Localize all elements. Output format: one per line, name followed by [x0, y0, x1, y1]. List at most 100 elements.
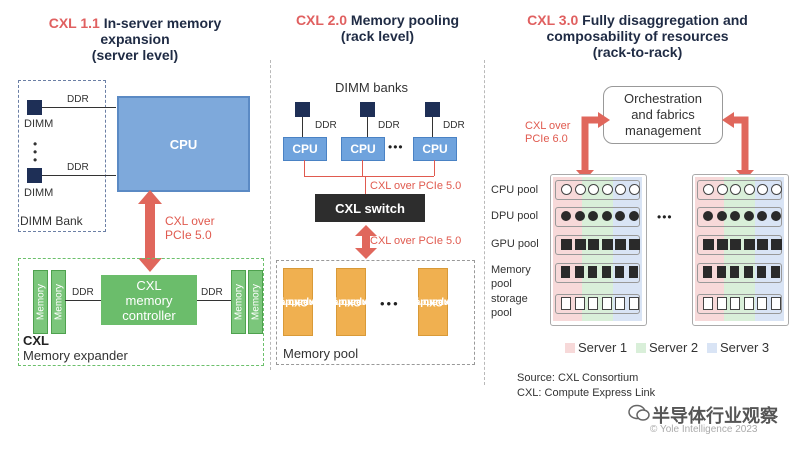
dimm-bank-box	[18, 80, 106, 232]
wechat-icon	[628, 404, 650, 421]
rack2-dpu-unit-icon	[743, 211, 754, 221]
watermark-text: 半导体行业观察	[652, 406, 778, 426]
rack1-mem-unit-icon	[588, 266, 597, 278]
rack1-gpu-unit-icon	[615, 239, 626, 250]
rack1-sto-unit-icon	[601, 297, 612, 310]
rack2-gpu-unit-icon	[757, 239, 768, 250]
dimm-line-1	[302, 117, 303, 137]
cxl20-title: CXL 2.0 Memory pooling (rack level)	[295, 12, 460, 44]
cxl-pcie-arrow	[138, 190, 162, 272]
cpu-3: CPU	[413, 137, 457, 161]
cxl-switch: CXL switch	[315, 194, 425, 222]
cpu-bus-v2	[362, 160, 363, 176]
rack1-mem-unit-icon	[628, 266, 638, 278]
rack1-cpu-unit-icon	[574, 184, 586, 195]
rack2-sto-unit-icon	[743, 297, 754, 310]
cpu-bus-v3	[434, 160, 435, 176]
rack2-mem-unit-icon	[757, 266, 766, 278]
rack2-mem-unit-icon	[703, 266, 712, 278]
cpu-bus-down	[365, 176, 366, 194]
rack1-mem-row	[555, 263, 640, 283]
rack2-dpu-unit-icon	[730, 211, 740, 221]
divider-1	[270, 60, 271, 370]
vertical-dots: •••	[33, 137, 38, 167]
legend-server3: Server 3	[720, 340, 770, 355]
memory-expander-label: Memory expander	[23, 348, 128, 363]
memory-module-3: Memory	[231, 270, 246, 334]
ddr-label-2: DDR	[378, 120, 400, 131]
legend-server3-swatch	[707, 343, 717, 353]
rack1-cpu-unit-icon	[601, 184, 613, 195]
ddr-label-right: DDR	[201, 287, 223, 298]
legend-server1-swatch	[565, 343, 575, 353]
ddr-line-top	[42, 107, 116, 108]
rack2-gpu-unit-icon	[770, 239, 782, 250]
rack1-dpu-unit-icon	[574, 211, 585, 221]
rack2-dpu-unit-icon	[703, 211, 713, 221]
rack1-mem-unit-icon	[561, 266, 570, 278]
dimm-bank-3	[425, 102, 440, 117]
rack2-cpu-unit-icon	[703, 184, 714, 195]
rack2-sto-row	[697, 294, 782, 314]
ddr-line-right	[197, 300, 233, 301]
rack2-gpu-unit-icon	[703, 239, 714, 250]
cxl30-title: CXL 3.0 Fully disaggregation and composa…	[527, 12, 748, 60]
rack1-cpu-unit-icon	[561, 184, 572, 195]
rack1-sto-unit-icon	[615, 297, 625, 310]
rack2-cpu-unit-icon	[743, 184, 755, 195]
rack2-cpu-unit-icon	[716, 184, 728, 195]
rack2-mem-unit-icon	[743, 266, 753, 278]
rack1-dpu-unit-icon	[561, 211, 571, 221]
cpu-box: CPU	[117, 96, 250, 192]
rack2-gpu-unit-icon	[730, 239, 741, 250]
dimm-module-top	[27, 100, 42, 115]
memory-module-2: Memory	[51, 270, 66, 334]
ddr-label-3: DDR	[443, 120, 465, 131]
cxl-definition: CXL: Compute Express Link	[517, 387, 656, 399]
rack2-gpu-row	[697, 235, 782, 255]
ddr-line-bottom	[42, 175, 116, 176]
ddr-label-bottom: DDR	[67, 162, 89, 173]
rack2-cpu-unit-icon	[730, 184, 741, 195]
rack2-mem-unit-icon	[730, 266, 739, 278]
rack1-dpu-unit-icon	[588, 211, 598, 221]
cpu-2: CPU	[341, 137, 385, 161]
ddr-line-left	[65, 300, 101, 301]
copyright-text: © Yole Intelligence 2023	[650, 424, 758, 435]
gpu-pool-label: GPU pool	[491, 238, 539, 250]
expander-ellipsis: •••	[380, 296, 400, 311]
dimm-line-3	[432, 117, 433, 137]
memory-expander-box	[18, 258, 264, 366]
orchestration-arrows	[576, 112, 754, 180]
dpu-pool-label: DPU pool	[491, 210, 539, 222]
legend-server2: Server 2	[649, 340, 699, 355]
dimm-module-bottom	[27, 168, 42, 183]
rack2-mem-unit-icon	[716, 266, 726, 278]
cxl-pcie5-label-bottom: CXL over PCIe 5.0	[370, 235, 462, 247]
ddr-label-1: DDR	[315, 120, 337, 131]
rack2-sto-unit-icon	[770, 297, 781, 310]
rack1-cpu-unit-icon	[628, 184, 640, 195]
dimm-bank-2	[360, 102, 375, 117]
rack1-gpu-unit-icon	[601, 239, 613, 250]
rack-ellipsis: •••	[657, 210, 673, 224]
divider-2	[484, 60, 485, 385]
dimm-bank-label: DIMM Bank	[20, 214, 83, 228]
rack1-gpu-unit-icon	[574, 239, 586, 250]
rack1-mem-unit-icon	[574, 266, 584, 278]
rack1-gpu-row	[555, 235, 640, 255]
rack2-sto-unit-icon	[716, 297, 727, 310]
rack2-cpu-unit-icon	[757, 184, 768, 195]
rack1-cpu-unit-icon	[588, 184, 599, 195]
cpu-ellipsis: •••	[388, 140, 404, 154]
rack1-mem-unit-icon	[615, 266, 624, 278]
expander-cxl-label: CXL	[23, 333, 49, 348]
dimm-banks-label: DIMM banks	[335, 80, 408, 95]
switch-pool-arrow	[355, 225, 377, 259]
rack2-dpu-unit-icon	[716, 211, 727, 221]
